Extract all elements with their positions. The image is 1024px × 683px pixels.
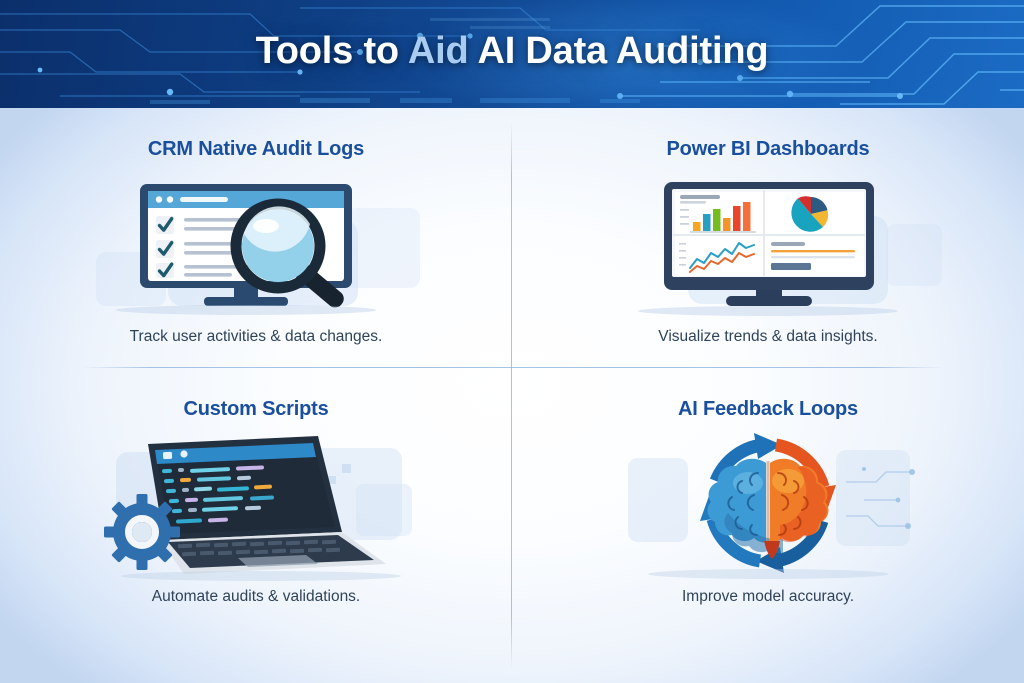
quadrant-caption-power-bi-dashboards: Visualize trends & data insights. [658,328,878,345]
title-accent-word: Aid [407,30,469,72]
brain-circular-arrows-icon [568,424,968,582]
dashboard-line-chart [675,236,763,276]
quadrant-title-custom-scripts: Custom Scripts [183,398,329,420]
title-part-2: AI Data Auditing [468,30,769,72]
dashboard-bar-chart [675,192,763,234]
circuit-board-background-icon [0,5,1024,105]
quadrant-title-power-bi-dashboards: Power BI Dashboards [666,138,870,160]
quadrant-custom-scripts: Custom Scripts [0,368,512,628]
monitor-checklist-magnifier-icon [56,164,456,322]
quadrant-caption-crm-native-audit-logs: Track user activities & data changes. [129,328,383,345]
quadrant-crm-native-audit-logs: CRM Native Audit Logs [0,108,512,368]
page-title: Tools to Aid AI Data Auditing [0,30,1024,73]
quadrant-caption-custom-scripts: Automate audits & validations. [151,588,361,605]
quadrant-caption-ai-feedback-loops: Improve model accuracy. [682,588,854,605]
quadrant-power-bi-dashboards: Power BI Dashboards [512,108,1024,368]
laptop-code-gear-icon [56,424,456,582]
quadrant-title-crm-native-audit-logs: CRM Native Audit Logs [147,138,365,160]
vertical-divider [511,122,513,670]
quadrant-ai-feedback-loops: AI Feedback Loops [512,368,1024,628]
quadrant-title-ai-feedback-loops: AI Feedback Loops [678,398,858,420]
content-area: CRM Native Audit Logs [0,108,1024,683]
monitor-dashboard-charts-icon [568,164,968,322]
header-banner: Tools to Aid AI Data Auditing [0,0,1024,108]
title-part-1: Tools to [255,30,408,72]
dashboard-table-tile [765,236,864,276]
horizontal-divider [82,367,944,369]
dashboard-pie-chart [765,192,864,234]
